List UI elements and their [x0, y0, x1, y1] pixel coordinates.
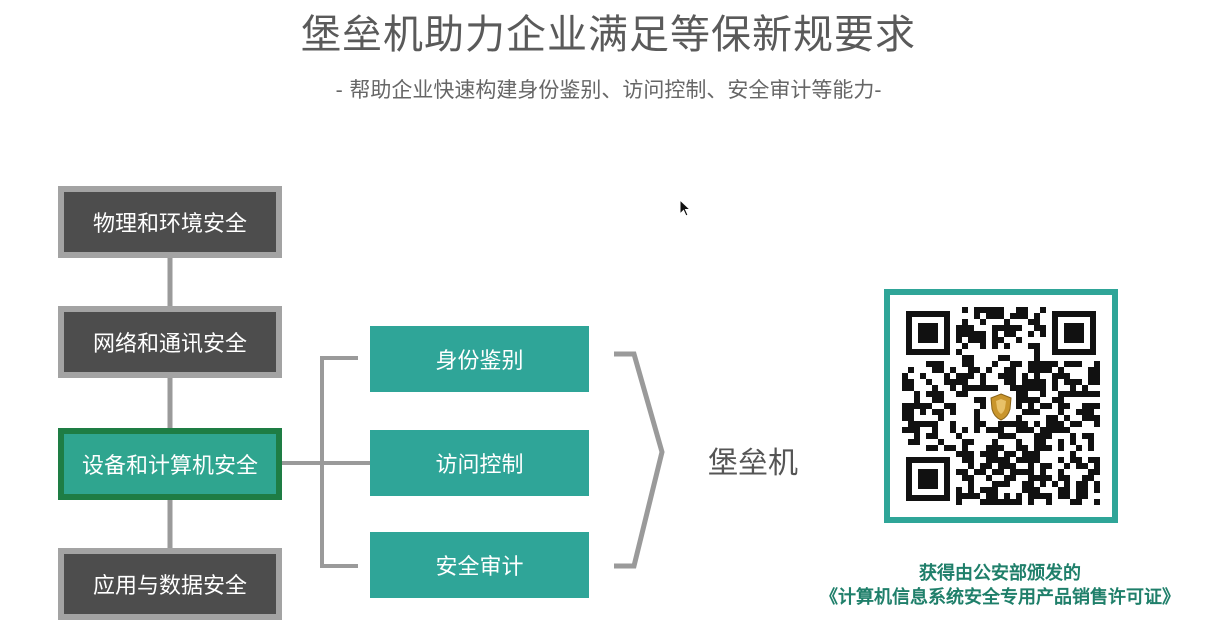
qr-modules — [902, 307, 1100, 505]
connector-branch-bracket — [320, 356, 358, 568]
capability-access-control: 访问控制 — [370, 430, 589, 496]
layer-device-computer: 设备和计算机安全 — [58, 428, 282, 500]
capability-label: 访问控制 — [435, 453, 524, 478]
page-title: 堡垒机助力企业满足等保新规要求 — [301, 12, 916, 58]
qr-code-frame — [884, 289, 1118, 523]
layer-label: 物理和环境安全 — [92, 212, 247, 237]
capability-security-audit: 安全审计 — [370, 532, 589, 598]
qr-code-icon — [902, 307, 1100, 505]
certificate-caption-line1: 获得由公安部颁发的 — [919, 563, 1081, 584]
layer-application-data: 应用与数据安全 — [58, 548, 282, 620]
capability-identity-authentication: 身份鉴别 — [370, 326, 589, 392]
connector-result-bracket — [614, 351, 665, 569]
capability-label: 安全审计 — [435, 555, 524, 580]
layer-label: 网络和通讯安全 — [92, 332, 247, 357]
layer-physical-environment: 物理和环境安全 — [58, 186, 282, 258]
shield-badge-icon — [987, 392, 1015, 421]
bastion-host-label: 堡垒机 — [708, 446, 798, 481]
layer-network-communication: 网络和通讯安全 — [58, 306, 282, 378]
layer-label: 应用与数据安全 — [92, 574, 247, 599]
certificate-caption-line2: 《计算机信息系统安全专用产品销售许可证》 — [820, 587, 1180, 608]
layer-label: 设备和计算机安全 — [81, 454, 258, 479]
page-subtitle: - 帮助企业快速构建身份鉴别、访问控制、安全审计等能力- — [335, 78, 882, 102]
mouse-pointer-icon — [679, 199, 691, 217]
capability-label: 身份鉴别 — [435, 349, 524, 374]
